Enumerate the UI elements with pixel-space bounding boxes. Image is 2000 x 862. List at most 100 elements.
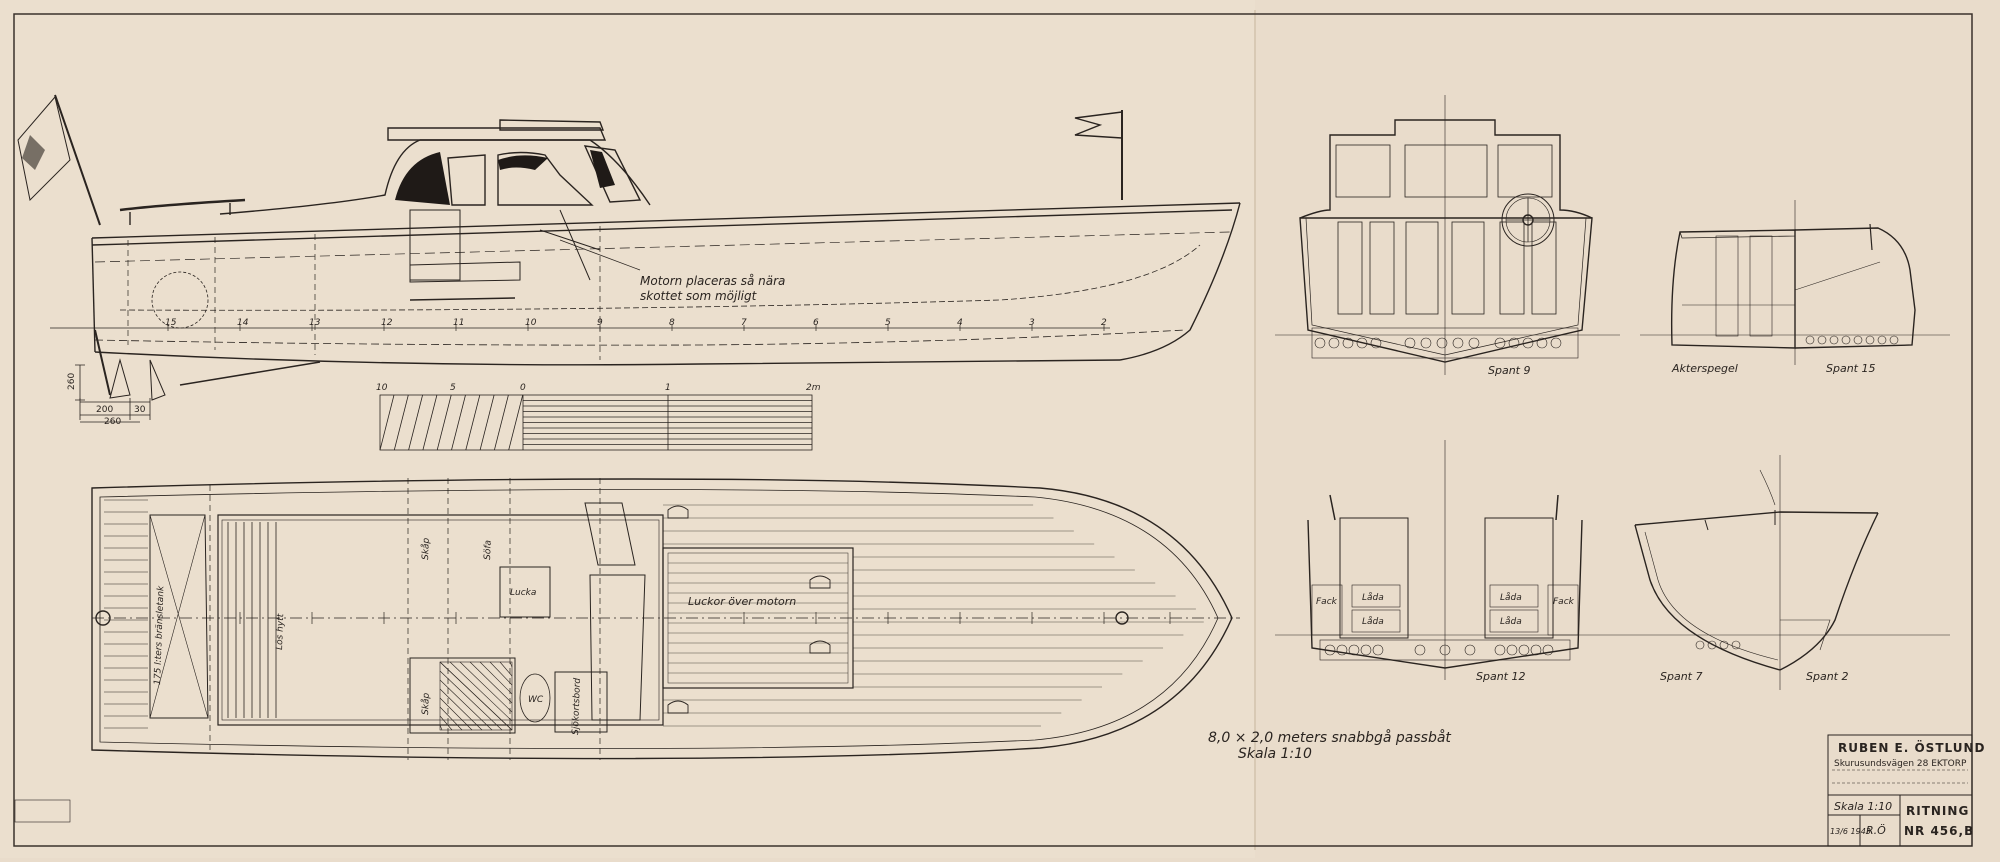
limber-hole bbox=[1719, 640, 1729, 650]
drawing-title: 8,0 × 2,0 meters snabbgå passbåt bbox=[1208, 729, 1451, 746]
hatch-line bbox=[439, 724, 443, 731]
dim-200: 200 bbox=[96, 405, 113, 415]
hatch-line bbox=[439, 688, 483, 731]
scale-tick: 0 bbox=[520, 383, 526, 393]
limber-hole bbox=[1348, 644, 1360, 656]
scale-tick: 1 bbox=[665, 383, 671, 393]
plan-label-luckor: Luckor över motorn bbox=[688, 595, 796, 608]
limber-hole bbox=[1494, 337, 1506, 349]
limber-hole bbox=[1342, 337, 1354, 349]
limber-hole bbox=[1464, 644, 1476, 656]
scale-bar bbox=[379, 394, 813, 451]
profile-view bbox=[17, 94, 1241, 423]
label-fack: Fack bbox=[1316, 597, 1338, 607]
limber-hole bbox=[1494, 644, 1506, 656]
label-lada: Låda bbox=[1500, 592, 1522, 603]
frame-number: 9 bbox=[597, 318, 603, 328]
hatch-line bbox=[459, 661, 513, 713]
note-engine-2: skottet som möjligt bbox=[640, 289, 758, 303]
drawing-scale: Skala 1:10 bbox=[1238, 746, 1312, 762]
title-scale: Skala 1:10 bbox=[1834, 800, 1892, 813]
hatch-line bbox=[479, 394, 495, 451]
limber-hole bbox=[1536, 337, 1548, 349]
limber-hole bbox=[1865, 335, 1875, 345]
frame-number: 8 bbox=[669, 318, 675, 328]
section-spant-7-2 bbox=[1634, 455, 1950, 690]
frame-number: 10 bbox=[525, 318, 537, 328]
hatch-line bbox=[393, 394, 409, 451]
sheet-border bbox=[13, 13, 1973, 847]
section-akterspegel-spant-15 bbox=[1640, 200, 1950, 365]
hatch-line bbox=[422, 394, 438, 451]
limber-hole bbox=[1324, 644, 1336, 656]
frame-number: 7 bbox=[741, 318, 747, 328]
limber-hole bbox=[1439, 644, 1451, 656]
frame-number: 6 bbox=[813, 318, 819, 328]
plan-label-wc: WC bbox=[528, 695, 544, 705]
limber-hole bbox=[1468, 337, 1480, 349]
hatch-line bbox=[479, 661, 513, 695]
frame-number: 3 bbox=[1029, 318, 1035, 328]
plan-label-lucka: Lucka bbox=[510, 588, 536, 598]
limber-hole bbox=[1829, 335, 1839, 345]
plan-label-sofa: Söfa bbox=[483, 540, 494, 560]
hatch-line bbox=[508, 394, 524, 451]
limber-hole bbox=[1414, 644, 1426, 656]
limber-hole bbox=[1542, 644, 1554, 656]
limber-hole bbox=[1522, 337, 1534, 349]
frame-number: 4 bbox=[957, 318, 963, 328]
plan-view bbox=[91, 478, 1240, 760]
limber-hole bbox=[1889, 335, 1899, 345]
limber-hole bbox=[1731, 640, 1741, 650]
frame-number: 2 bbox=[1101, 318, 1107, 328]
hatch-line bbox=[408, 394, 423, 451]
limber-hole bbox=[1372, 644, 1384, 656]
limber-hole bbox=[1817, 335, 1827, 345]
section-spant-12 bbox=[1275, 440, 1640, 680]
ritning-label: RITNING bbox=[1906, 804, 1969, 818]
limber-hole bbox=[1436, 337, 1448, 349]
title-date: 13/6 1943 bbox=[1830, 827, 1871, 836]
frame-number: 12 bbox=[381, 318, 393, 328]
hatch-line bbox=[465, 394, 481, 451]
plan-label-sjokort: Sjökortsbord bbox=[571, 678, 583, 736]
dim-30: 30 bbox=[134, 405, 146, 415]
hatch-line bbox=[439, 715, 453, 731]
plan-label-tank: 175 l:ters bränsletank bbox=[153, 585, 166, 685]
hatch-line bbox=[509, 661, 513, 668]
plan-label-los-hytt: Lös hytt bbox=[275, 613, 286, 650]
frame-number: 13 bbox=[309, 318, 321, 328]
limber-hole bbox=[1508, 337, 1520, 349]
frame-number: 11 bbox=[453, 318, 464, 328]
label-fack: Fack bbox=[1553, 597, 1575, 607]
limber-hole bbox=[1452, 337, 1464, 349]
scale-tick: 2m bbox=[806, 383, 821, 393]
plan-label-skap: Skåp bbox=[420, 537, 432, 560]
hatch-line bbox=[439, 679, 493, 731]
label-spant-2: Spant 2 bbox=[1806, 670, 1849, 683]
label-spant-12: Spant 12 bbox=[1476, 670, 1525, 683]
limber-hole bbox=[1877, 335, 1887, 345]
dim-260-vertical: 260 bbox=[67, 373, 77, 390]
limber-hole bbox=[1314, 337, 1326, 349]
limber-hole bbox=[1841, 335, 1851, 345]
hatch-line bbox=[439, 670, 503, 731]
hatch-line bbox=[439, 661, 513, 731]
hatch-line bbox=[439, 697, 473, 731]
hatch-line bbox=[449, 661, 513, 722]
limber-hole bbox=[1420, 337, 1432, 349]
limber-hole bbox=[1695, 640, 1705, 650]
limber-hole bbox=[1360, 644, 1372, 656]
hatch-line bbox=[489, 661, 513, 686]
limber-hole bbox=[1328, 337, 1340, 349]
limber-hole bbox=[1853, 335, 1863, 345]
limber-hole bbox=[1404, 337, 1416, 349]
drawing-number: NR 456,B bbox=[1904, 824, 1974, 838]
limber-hole bbox=[1805, 335, 1815, 345]
limber-hole bbox=[1506, 644, 1518, 656]
frame-number: 5 bbox=[885, 318, 891, 328]
limber-hole bbox=[1707, 640, 1717, 650]
frame-number: 14 bbox=[237, 318, 249, 328]
hatch-line bbox=[499, 661, 513, 677]
